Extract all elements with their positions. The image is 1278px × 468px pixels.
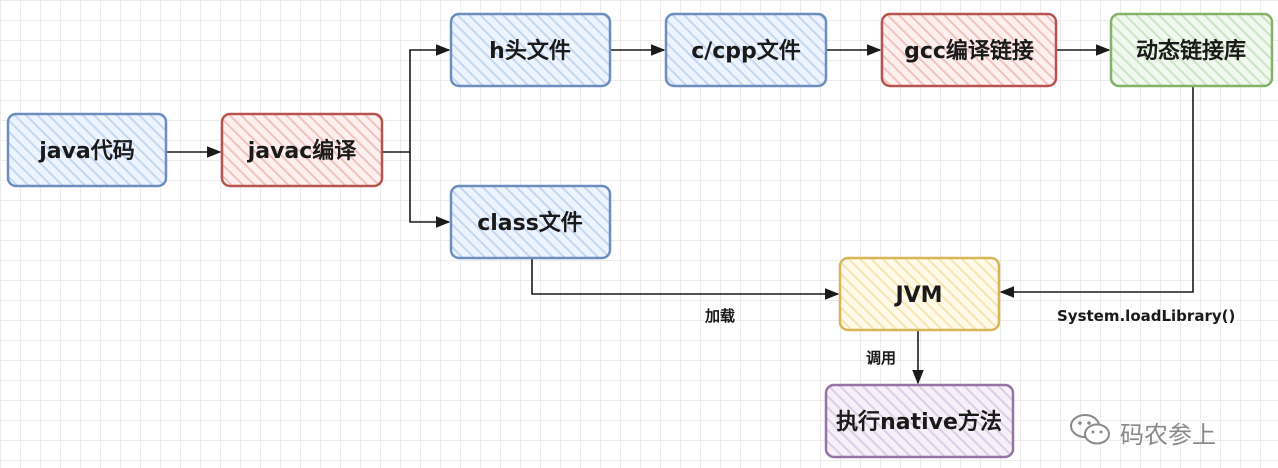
node-label: java代码 xyxy=(38,139,135,164)
edge-label-load: 加载 xyxy=(704,307,735,325)
node-java-code: java代码 xyxy=(6,112,168,188)
node-label: JVM xyxy=(893,283,942,308)
node-label: gcc编译链接 xyxy=(904,38,1034,64)
node-javac-compile: javac编译 xyxy=(220,112,384,188)
node-execute-native: 执行native方法 xyxy=(824,383,1015,459)
node-label: class文件 xyxy=(477,210,583,236)
edge-label-invoke: 调用 xyxy=(866,349,896,367)
node-label: javac编译 xyxy=(247,138,358,164)
node-gcc-compile-link: gcc编译链接 xyxy=(880,12,1058,88)
edges xyxy=(166,44,1194,385)
watermark: 码农参上 xyxy=(1068,412,1216,452)
node-label: 执行native方法 xyxy=(836,409,1002,435)
node-dynamic-library: 动态链接库 xyxy=(1109,12,1274,88)
node-label: c/cpp文件 xyxy=(691,38,801,64)
node-label: h头文件 xyxy=(489,38,571,64)
watermark-text: 码农参上 xyxy=(1120,420,1216,449)
edge-label-system-load-library: System.loadLibrary() xyxy=(1057,307,1235,325)
node-class-file: class文件 xyxy=(449,184,612,260)
edge-dynlib-to-jvm xyxy=(999,86,1194,298)
edge-class-to-jvm xyxy=(531,258,840,300)
edge-javac-to-class xyxy=(409,152,451,228)
wechat-icon xyxy=(1068,412,1112,452)
node-jvm: JVM xyxy=(838,256,1001,332)
edge-javac-to-h xyxy=(382,44,451,153)
node-h-file: h头文件 xyxy=(449,12,612,88)
node-cpp-file: c/cpp文件 xyxy=(664,12,828,88)
node-label: 动态链接库 xyxy=(1136,38,1246,64)
